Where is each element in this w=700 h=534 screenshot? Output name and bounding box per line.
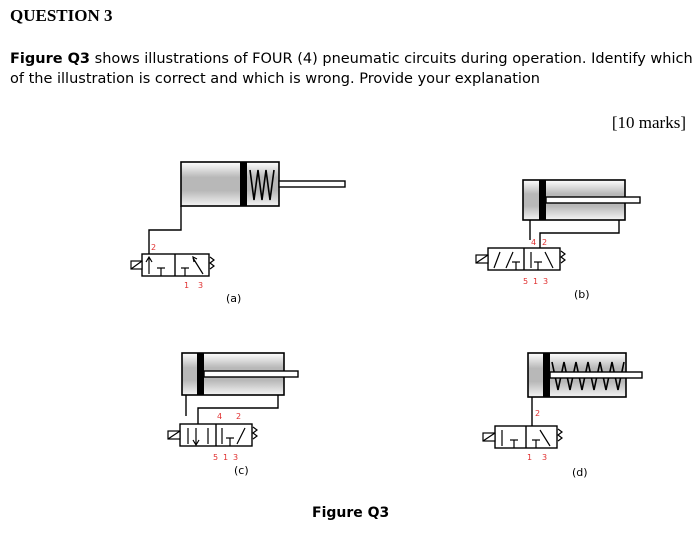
circuit-a: 2 1 3 (a) <box>130 161 346 305</box>
port-label: 3 <box>233 453 238 462</box>
cylinder-c <box>181 352 299 396</box>
port-label: 1 <box>527 453 532 462</box>
question-body: shows illustrations of FOUR (4) pneumati… <box>10 51 693 87</box>
port-label: 4 <box>531 238 536 247</box>
question-text: Figure Q3 shows illustrations of FOUR (4… <box>10 49 695 89</box>
port-label: 2 <box>542 238 547 247</box>
cylinder-a <box>180 161 346 207</box>
port-label: 2 <box>151 243 156 252</box>
subfigure-label-a: (a) <box>226 292 241 305</box>
port-label: 1 <box>184 281 189 290</box>
subfigure-label-d: (d) <box>572 466 588 479</box>
subfigure-label-b: (b) <box>574 288 590 301</box>
port-label: 2 <box>535 409 540 418</box>
port-label: 2 <box>236 412 241 421</box>
marks-label: [10 marks] <box>611 113 686 132</box>
question-title: QUESTION 3 <box>10 6 113 25</box>
port-label: 5 <box>523 277 528 286</box>
port-label: 3 <box>543 277 548 286</box>
port-label: 3 <box>542 453 547 462</box>
cylinder-d <box>527 352 643 398</box>
valve-b <box>475 247 566 271</box>
valve-c <box>167 423 258 447</box>
valve-a <box>130 253 215 277</box>
air-line-b2 <box>539 220 620 248</box>
port-label: 1 <box>533 277 538 286</box>
cylinder-b <box>522 179 641 221</box>
subfigure-label-c: (c) <box>234 464 249 477</box>
port-label: 4 <box>217 412 222 421</box>
figure-caption: Figure Q3 <box>312 505 390 521</box>
circuit-d: 2 1 3 (d) <box>482 352 643 479</box>
port-label: 5 <box>213 453 218 462</box>
circuit-b: 4 2 5 1 3 (b) <box>475 179 641 301</box>
valve-d <box>482 425 563 449</box>
port-label: 1 <box>223 453 228 462</box>
figure-reference: Figure Q3 <box>10 51 91 67</box>
air-line-c2 <box>197 395 279 424</box>
circuit-c: 4 2 5 1 3 (c) <box>167 352 299 477</box>
air-line-a <box>148 206 182 254</box>
port-label: 3 <box>198 281 203 290</box>
